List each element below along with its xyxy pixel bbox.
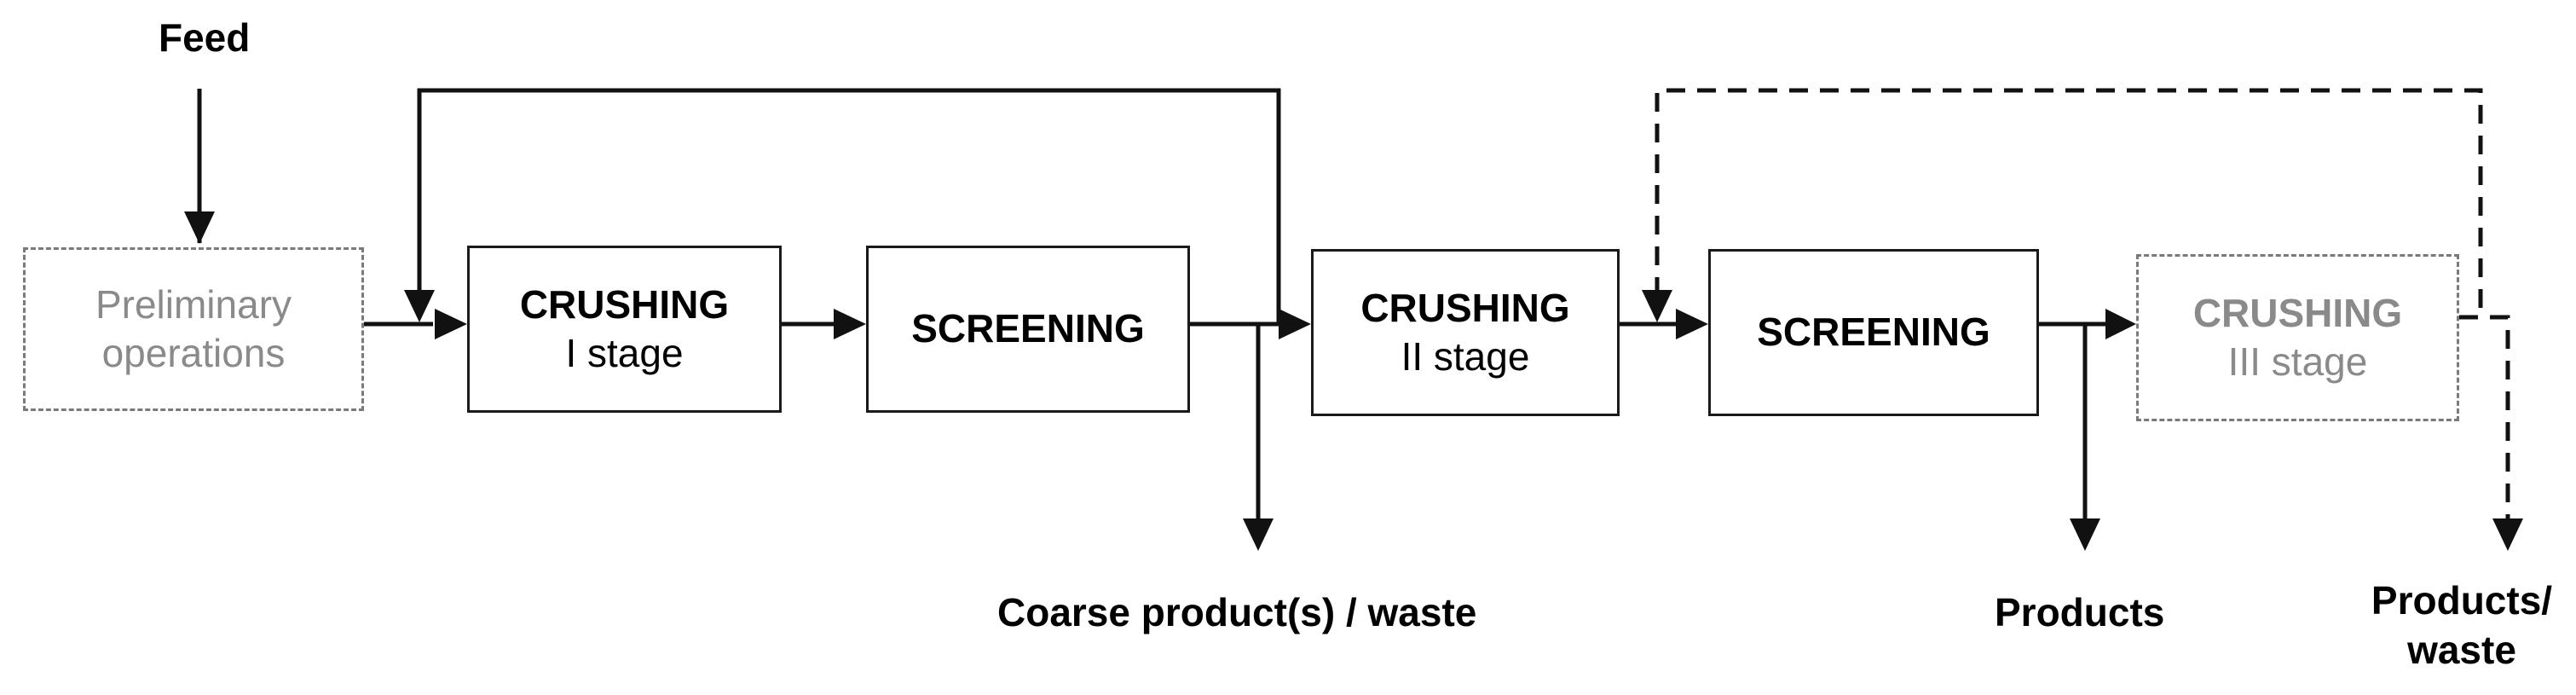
- screening-2-title: SCREENING: [1757, 310, 1990, 355]
- recycle-loop-1: [417, 88, 1281, 324]
- feed-label: Feed: [159, 15, 251, 60]
- crushing-stage-3-title: CRUSHING: [2192, 290, 2403, 335]
- arrowhead-coarse-product: [1243, 518, 1274, 551]
- screening-1-title: SCREENING: [911, 306, 1145, 351]
- products-waste-line1: Products/: [2371, 578, 2553, 623]
- preliminary-line2: operations: [101, 331, 286, 375]
- arrowhead-products: [2070, 518, 2100, 551]
- arrowhead-screening2-in: [1676, 309, 1708, 339]
- coarse-product-label: Coarse product(s) / waste: [997, 590, 1477, 634]
- screening-1-box: SCREENING: [866, 246, 1190, 413]
- arrowhead-crushing3-in: [2105, 309, 2136, 339]
- recycle-loop-2-arrowhead: [1642, 290, 1672, 322]
- crushing-stage-2-sub: II stage: [1401, 334, 1530, 379]
- crushing-stage-1-sub: I stage: [565, 331, 684, 375]
- recycle-loop-1-arrowhead: [404, 290, 435, 322]
- arrow-products-waste: [2459, 315, 2510, 518]
- preliminary-operations-box: Preliminary operations: [23, 247, 364, 411]
- arrowhead-screening1-in: [834, 309, 866, 339]
- crushing-stage-2-title: CRUSHING: [1360, 285, 1570, 330]
- crushing-stage-3-box: CRUSHING III stage: [2136, 254, 2459, 421]
- products-label: Products: [1995, 590, 2165, 634]
- arrowhead-crushing1-in: [435, 309, 467, 339]
- crushing-stage-3-sub: III stage: [2227, 339, 2368, 384]
- preliminary-line1: Preliminary: [95, 281, 292, 327]
- screening-2-box: SCREENING: [1708, 249, 2039, 416]
- arrowhead-crushing2-in: [1279, 309, 1311, 339]
- crushing-stage-2-box: CRUSHING II stage: [1311, 249, 1620, 416]
- feed-arrowhead: [184, 211, 215, 244]
- products-waste-line2: waste: [2407, 627, 2516, 672]
- arrowhead-products-waste: [2492, 518, 2523, 551]
- crushing-stage-1-title: CRUSHING: [519, 281, 730, 327]
- products-waste-label: Products/ waste: [2359, 576, 2564, 675]
- crushing-stage-1-box: CRUSHING I stage: [467, 246, 782, 413]
